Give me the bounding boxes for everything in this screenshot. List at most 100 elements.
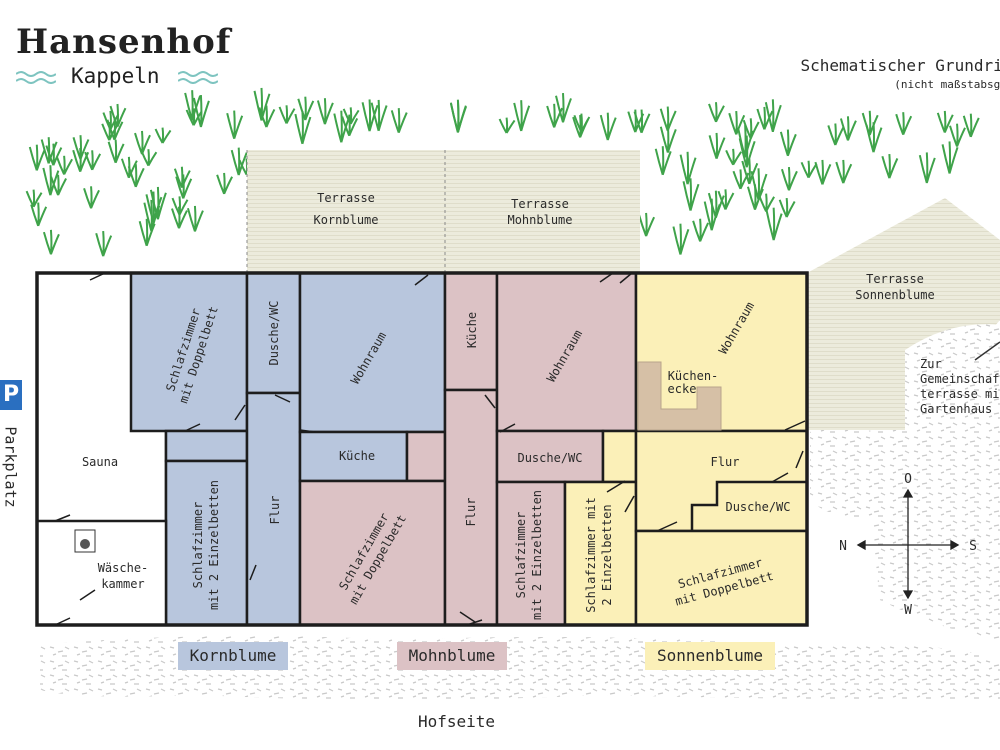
grass-tuft — [154, 127, 172, 144]
grass-tuft — [800, 160, 818, 179]
grass-tuft — [741, 158, 759, 185]
room-label: Wäsche- — [98, 561, 149, 575]
parkplatz-label: Parkplatz — [1, 426, 20, 508]
room-sonne-schlafzimmer-doppel — [634, 529, 809, 627]
parking-sign-icon: P — [0, 380, 22, 410]
room-label: 2 Einzelbetten — [600, 504, 614, 605]
room-sonne-schlafzimmer-einzel — [563, 480, 638, 627]
grass-tuft — [778, 197, 796, 218]
grass-tuft — [692, 218, 710, 242]
grass-tuft — [390, 108, 408, 134]
grass-tuft — [173, 166, 191, 188]
grass-tuft — [682, 178, 700, 211]
grass-tuft — [107, 139, 125, 164]
compass-north: N — [839, 539, 847, 554]
grass-tuft — [101, 122, 119, 141]
grass-tuft — [138, 218, 156, 247]
grass-tuft — [50, 174, 67, 196]
grass-tuft — [25, 189, 43, 208]
arrow-icon — [974, 341, 1000, 361]
gemeinschaft-label: Gartenhaus — [920, 402, 992, 416]
grass-tuft — [42, 229, 60, 255]
room-mohn-schlafzimmer-doppel — [298, 479, 447, 627]
grass-tuft — [728, 110, 746, 135]
hofseite-label: Hofseite — [418, 712, 496, 731]
room-label: Flur — [711, 455, 740, 469]
grass-tuft — [633, 109, 651, 134]
gemeinschaft-label: Zur — [920, 357, 942, 371]
grass-tuft — [738, 135, 756, 168]
grass-tuft — [732, 169, 750, 190]
grass-tuft — [175, 174, 193, 199]
room-mohn-wohnraum — [495, 271, 638, 433]
grass-tuft — [30, 202, 48, 227]
terrace-label: Kornblume — [313, 213, 378, 227]
grass-tuft — [171, 196, 189, 216]
compass — [856, 488, 960, 600]
room-label: Schlafzimmer mit — [584, 497, 598, 613]
grass-tuft — [672, 223, 690, 255]
room-mohn-flur — [443, 388, 499, 627]
room-mohn-schlafzimmer-einzel — [495, 480, 567, 627]
grass-tuft — [949, 123, 966, 147]
grass-tuft — [498, 117, 516, 134]
grass-tuft — [184, 90, 202, 121]
room-label: Küche — [465, 312, 479, 348]
terrace-kornblume — [247, 150, 445, 273]
grass-tuft — [717, 189, 735, 210]
gemeinschaft-label: Gemeinschafts- — [920, 372, 1000, 386]
room-label: Küche — [339, 449, 375, 463]
grass-tuft — [861, 110, 879, 136]
plan-subtitle: (nicht maßstabsgetreu) — [894, 78, 1000, 91]
grass-tuft — [450, 100, 467, 133]
grass-tuft — [865, 122, 883, 153]
grass-tuft — [149, 186, 167, 220]
compass-south: S — [969, 539, 977, 554]
grass-tuft — [835, 159, 853, 184]
grass-tuft — [316, 98, 334, 125]
grass-tuft — [764, 99, 782, 132]
grass-tuft — [341, 114, 359, 137]
grass-tuft — [881, 153, 899, 179]
grass-tuft — [679, 151, 697, 185]
room-label: Dusche/WC — [725, 500, 790, 514]
grass-tuft — [513, 100, 531, 132]
grass-tuft — [708, 102, 725, 123]
grass-tuft — [253, 87, 271, 121]
kuechenecke — [637, 361, 722, 431]
logo-subtitle: Kappeln — [71, 64, 160, 88]
room-label: Dusche/WC — [517, 451, 582, 465]
grass-tuft — [84, 150, 102, 171]
washing-machine-icon — [74, 529, 96, 553]
terrace-label: Terrasse — [317, 191, 375, 205]
building-outline — [35, 271, 809, 627]
grass-tuft — [226, 110, 244, 140]
wave-icon — [16, 71, 56, 84]
room-label: Schlafzimmer — [191, 502, 205, 589]
grass-tuft — [758, 193, 775, 212]
grass-tuft — [28, 144, 46, 171]
terrace-label: Terrasse — [866, 272, 924, 286]
grass-tuft — [659, 124, 677, 153]
grass-area — [25, 87, 980, 257]
grass-tuft — [779, 129, 797, 157]
legend-mohnblume: Mohnblume — [397, 642, 507, 670]
doors — [54, 272, 806, 626]
gemeinschaft-label: terrasse mit — [920, 387, 1000, 401]
room-label: mit 2 Einzelbetten — [207, 480, 221, 610]
terrace-mohnblume — [445, 150, 640, 273]
grass-tuft — [186, 205, 204, 232]
grass-tuft — [936, 110, 954, 133]
room-label: Küchen- — [668, 369, 719, 383]
grass-tuft — [765, 207, 783, 241]
grass-tuft — [599, 112, 617, 141]
grass-tuft — [361, 99, 379, 132]
room-label: Flur — [464, 498, 478, 527]
room-label: mit 2 Einzelbetten — [530, 490, 544, 620]
grass-tuft — [56, 155, 73, 175]
grass-tuft — [297, 96, 315, 121]
terrace-label: Terrasse — [511, 197, 569, 211]
grass-tuft — [40, 137, 58, 164]
grass-tuft — [725, 148, 742, 166]
